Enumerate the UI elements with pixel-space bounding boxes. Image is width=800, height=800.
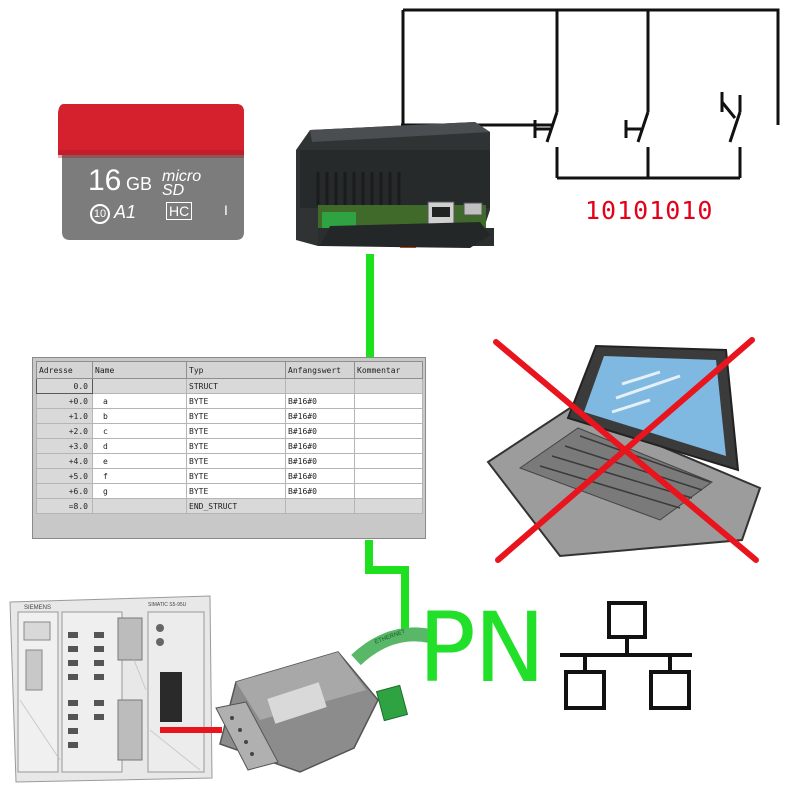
cell-comment[interactable] bbox=[354, 408, 423, 424]
plc-model-label: SIMATIC S5-95U bbox=[148, 602, 187, 608]
switch-circuit-icon bbox=[401, 8, 780, 180]
cell-name[interactable] bbox=[92, 378, 187, 394]
column-header-name: Name bbox=[92, 361, 187, 379]
cell-comment[interactable] bbox=[354, 378, 423, 394]
red-cross-icon bbox=[493, 337, 759, 563]
sd-type: HC bbox=[166, 202, 193, 220]
cell-name[interactable]: c bbox=[92, 423, 187, 439]
cell-address[interactable]: 0.0 bbox=[36, 378, 93, 394]
cell-name[interactable]: b bbox=[92, 408, 187, 424]
sd-app-class: A1 bbox=[114, 202, 137, 222]
column-header-type: Typ bbox=[186, 361, 286, 379]
cell-type[interactable]: BYTE bbox=[186, 483, 286, 499]
connection-line-green bbox=[365, 254, 409, 640]
cell-initial-value[interactable] bbox=[285, 378, 355, 394]
table-row[interactable]: 0.0 STRUCT bbox=[36, 378, 423, 394]
binary-pattern-label: 10101010 bbox=[585, 196, 714, 225]
sd-capacity-unit: GB bbox=[126, 174, 153, 194]
cell-comment[interactable] bbox=[354, 483, 423, 499]
network-protocol-label: PN bbox=[418, 592, 546, 704]
cell-comment[interactable] bbox=[354, 393, 423, 409]
profibus-adapter-icon bbox=[215, 627, 432, 773]
cell-initial-value[interactable]: B#16#0 bbox=[285, 423, 355, 439]
sd-speed-class: 10 bbox=[90, 204, 110, 224]
cell-initial-value[interactable]: B#16#0 bbox=[285, 453, 355, 469]
cell-initial-value[interactable]: B#16#0 bbox=[285, 483, 355, 499]
cell-comment[interactable] bbox=[354, 423, 423, 439]
column-header-initial-value: Anfangswert bbox=[285, 361, 355, 379]
cell-name[interactable]: a bbox=[92, 393, 187, 409]
cell-initial-value[interactable]: B#16#0 bbox=[285, 408, 355, 424]
data-block-window: Adresse Name Typ Anfangswert Kommentar 0… bbox=[32, 357, 426, 539]
cell-comment[interactable] bbox=[354, 453, 423, 469]
cell-name[interactable]: f bbox=[92, 468, 187, 484]
cell-address[interactable]: +5.0 bbox=[36, 468, 93, 484]
column-header-comment: Kommentar bbox=[354, 361, 423, 379]
cell-name[interactable]: g bbox=[92, 483, 187, 499]
cell-address[interactable]: +2.0 bbox=[36, 423, 93, 439]
sd-uhs: I bbox=[224, 202, 228, 218]
sd-capacity: 16 bbox=[88, 164, 122, 197]
cell-type[interactable]: BYTE bbox=[186, 423, 286, 439]
plc-icon bbox=[9, 595, 213, 783]
cell-name[interactable] bbox=[92, 498, 187, 514]
cell-type[interactable]: BYTE bbox=[186, 468, 286, 484]
cell-initial-value[interactable] bbox=[285, 498, 355, 514]
cell-initial-value[interactable]: B#16#0 bbox=[285, 438, 355, 454]
table-row[interactable]: =8.0 END_STRUCT bbox=[36, 498, 423, 514]
cell-address[interactable]: +4.0 bbox=[36, 453, 93, 469]
cell-address[interactable]: +1.0 bbox=[36, 408, 93, 424]
laptop-icon bbox=[486, 344, 762, 558]
gateway-device-icon bbox=[296, 122, 494, 248]
cell-name[interactable]: d bbox=[92, 438, 187, 454]
cell-address[interactable]: =8.0 bbox=[36, 498, 93, 514]
cell-type[interactable]: BYTE bbox=[186, 438, 286, 454]
cell-type[interactable]: END_STRUCT bbox=[186, 498, 286, 514]
cell-initial-value[interactable]: B#16#0 bbox=[285, 393, 355, 409]
data-block-table: Adresse Name Typ Anfangswert Kommentar 0… bbox=[36, 361, 423, 514]
cell-comment[interactable] bbox=[354, 498, 423, 514]
cell-address[interactable]: +6.0 bbox=[36, 483, 93, 499]
cell-address[interactable]: +3.0 bbox=[36, 438, 93, 454]
cell-type[interactable]: BYTE bbox=[186, 408, 286, 424]
column-header-address: Adresse bbox=[36, 361, 93, 379]
cell-address[interactable]: +0.0 bbox=[36, 393, 93, 409]
cell-name[interactable]: e bbox=[92, 453, 187, 469]
network-topology-icon bbox=[560, 601, 692, 710]
cell-comment[interactable] bbox=[354, 438, 423, 454]
cell-initial-value[interactable]: B#16#0 bbox=[285, 468, 355, 484]
cell-type[interactable]: BYTE bbox=[186, 453, 286, 469]
plc-brand-label: SIEMENS bbox=[24, 605, 52, 611]
cell-type[interactable]: BYTE bbox=[186, 393, 286, 409]
cell-type[interactable]: STRUCT bbox=[186, 378, 286, 394]
table-header-row: Adresse Name Typ Anfangswert Kommentar bbox=[36, 361, 423, 379]
cell-comment[interactable] bbox=[354, 468, 423, 484]
sd-card-labels: 16 GB 10 A1 micro SD HC I bbox=[58, 158, 244, 238]
sd-brand-mark: micro SD bbox=[162, 168, 202, 199]
